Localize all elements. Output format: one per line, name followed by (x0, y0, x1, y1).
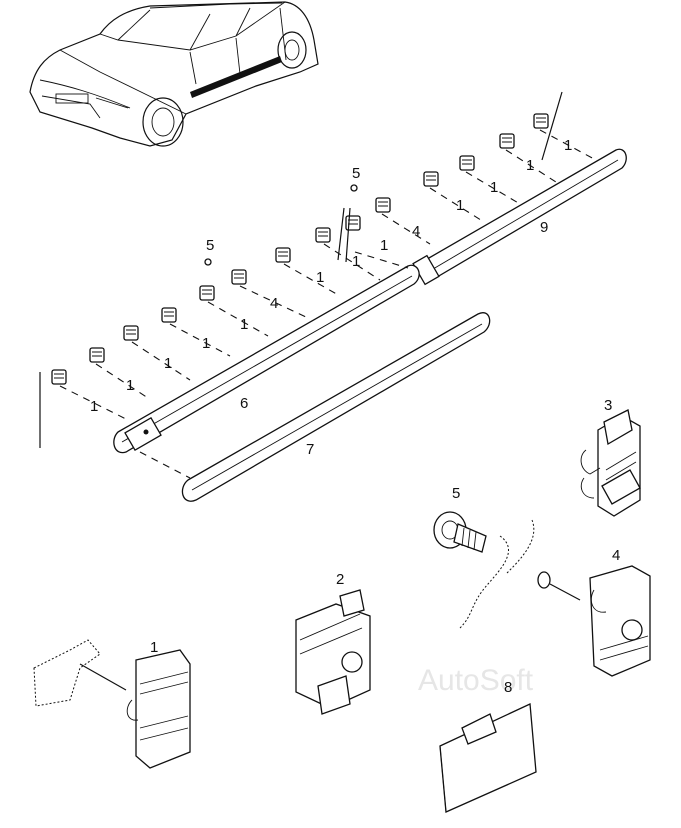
callout-5: 5 (206, 237, 214, 254)
callout-4: 4 (412, 223, 420, 240)
callout-1: 1 (526, 157, 534, 174)
car-illustration (29, 1, 319, 147)
callout-1: 1 (316, 269, 324, 286)
callout-1: 1 (240, 316, 248, 333)
molding-9 (412, 148, 627, 286)
callout-4: 4 (270, 295, 278, 312)
detail-screw-5 (433, 511, 487, 553)
callout-1: 1 (380, 237, 388, 254)
callout-1: 1 (164, 355, 172, 372)
molding-6 (113, 264, 420, 454)
callout-7: 7 (306, 441, 314, 458)
wire-dashed (505, 519, 535, 575)
callout-3: 3 (604, 397, 612, 414)
watermark-text: AutoSoft (418, 664, 534, 697)
detail-pad-8 (439, 703, 537, 813)
callout-8: 8 (504, 679, 512, 696)
callout-4: 4 (612, 547, 620, 564)
callout-labels: 1 1 1 1 1 4 1 1 1 4 1 1 1 1 5 5 9 6 7 3 … (90, 137, 620, 696)
reference-line-top (541, 91, 563, 161)
callout-1: 1 (126, 377, 134, 394)
callout-6: 6 (240, 395, 248, 412)
callout-1: 1 (202, 335, 210, 352)
clip-row-lower (51, 227, 331, 385)
callout-5: 5 (452, 485, 460, 502)
leader-lines-upper (381, 129, 597, 245)
molding-7 (181, 312, 491, 502)
callout-2: 2 (336, 571, 344, 588)
clip-row-upper (337, 113, 549, 263)
leader-lines-lower (59, 243, 381, 421)
callout-1: 1 (352, 253, 360, 270)
alignment-line (139, 451, 191, 479)
detail-clip-1 (33, 639, 191, 769)
detail-clip-2 (295, 589, 371, 715)
callout-9: 9 (540, 219, 548, 236)
callout-1: 1 (490, 179, 498, 196)
callout-1: 1 (456, 197, 464, 214)
callout-5: 5 (352, 165, 360, 182)
callout-1: 1 (150, 639, 158, 656)
detail-clip-4 (537, 565, 651, 677)
alignment-line (354, 251, 409, 269)
callout-1: 1 (564, 137, 572, 154)
wire-dashed (459, 535, 509, 629)
detail-clip-3 (580, 409, 641, 517)
callout-1: 1 (90, 398, 98, 415)
